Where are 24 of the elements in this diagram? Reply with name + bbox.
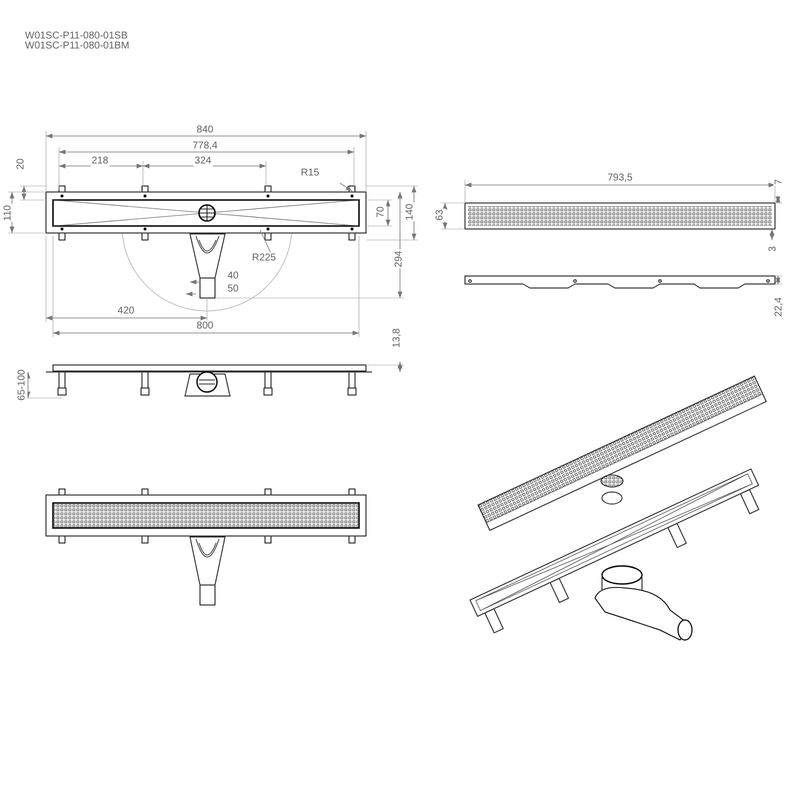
dimension-label: 7	[774, 178, 784, 186]
dimension-label: 793,5	[606, 172, 634, 184]
dimension-label: 294	[394, 250, 404, 268]
dimension-label: 420	[116, 306, 136, 316]
dimension-label: 800	[196, 320, 214, 332]
dimension-label: 140	[404, 202, 416, 222]
dimension-label: 50	[226, 284, 240, 294]
dimension-label: 324	[194, 156, 212, 166]
dimension-label: 778,4	[191, 140, 219, 152]
dimension-label: 840	[196, 124, 214, 136]
dimension-label: 22,4	[774, 296, 784, 318]
dimension-label: 218	[90, 156, 110, 166]
dimension-label: 3	[768, 245, 778, 253]
dimension-label: R15	[300, 168, 320, 178]
dimension-label: 70	[376, 205, 386, 219]
dimension-label: 13,8	[392, 327, 402, 349]
dimension-label: 20	[16, 157, 26, 171]
dimension-label: 63	[434, 208, 446, 222]
dimension-label: 65-100	[16, 368, 28, 402]
part-number: W01SC-P11-080-01BM	[24, 40, 130, 52]
dimension-label: R225	[251, 252, 277, 264]
dimension-label: 110	[2, 204, 14, 222]
part-number: W01SC-P11-080-01SB	[24, 30, 129, 42]
dimension-label: 40	[226, 270, 240, 282]
